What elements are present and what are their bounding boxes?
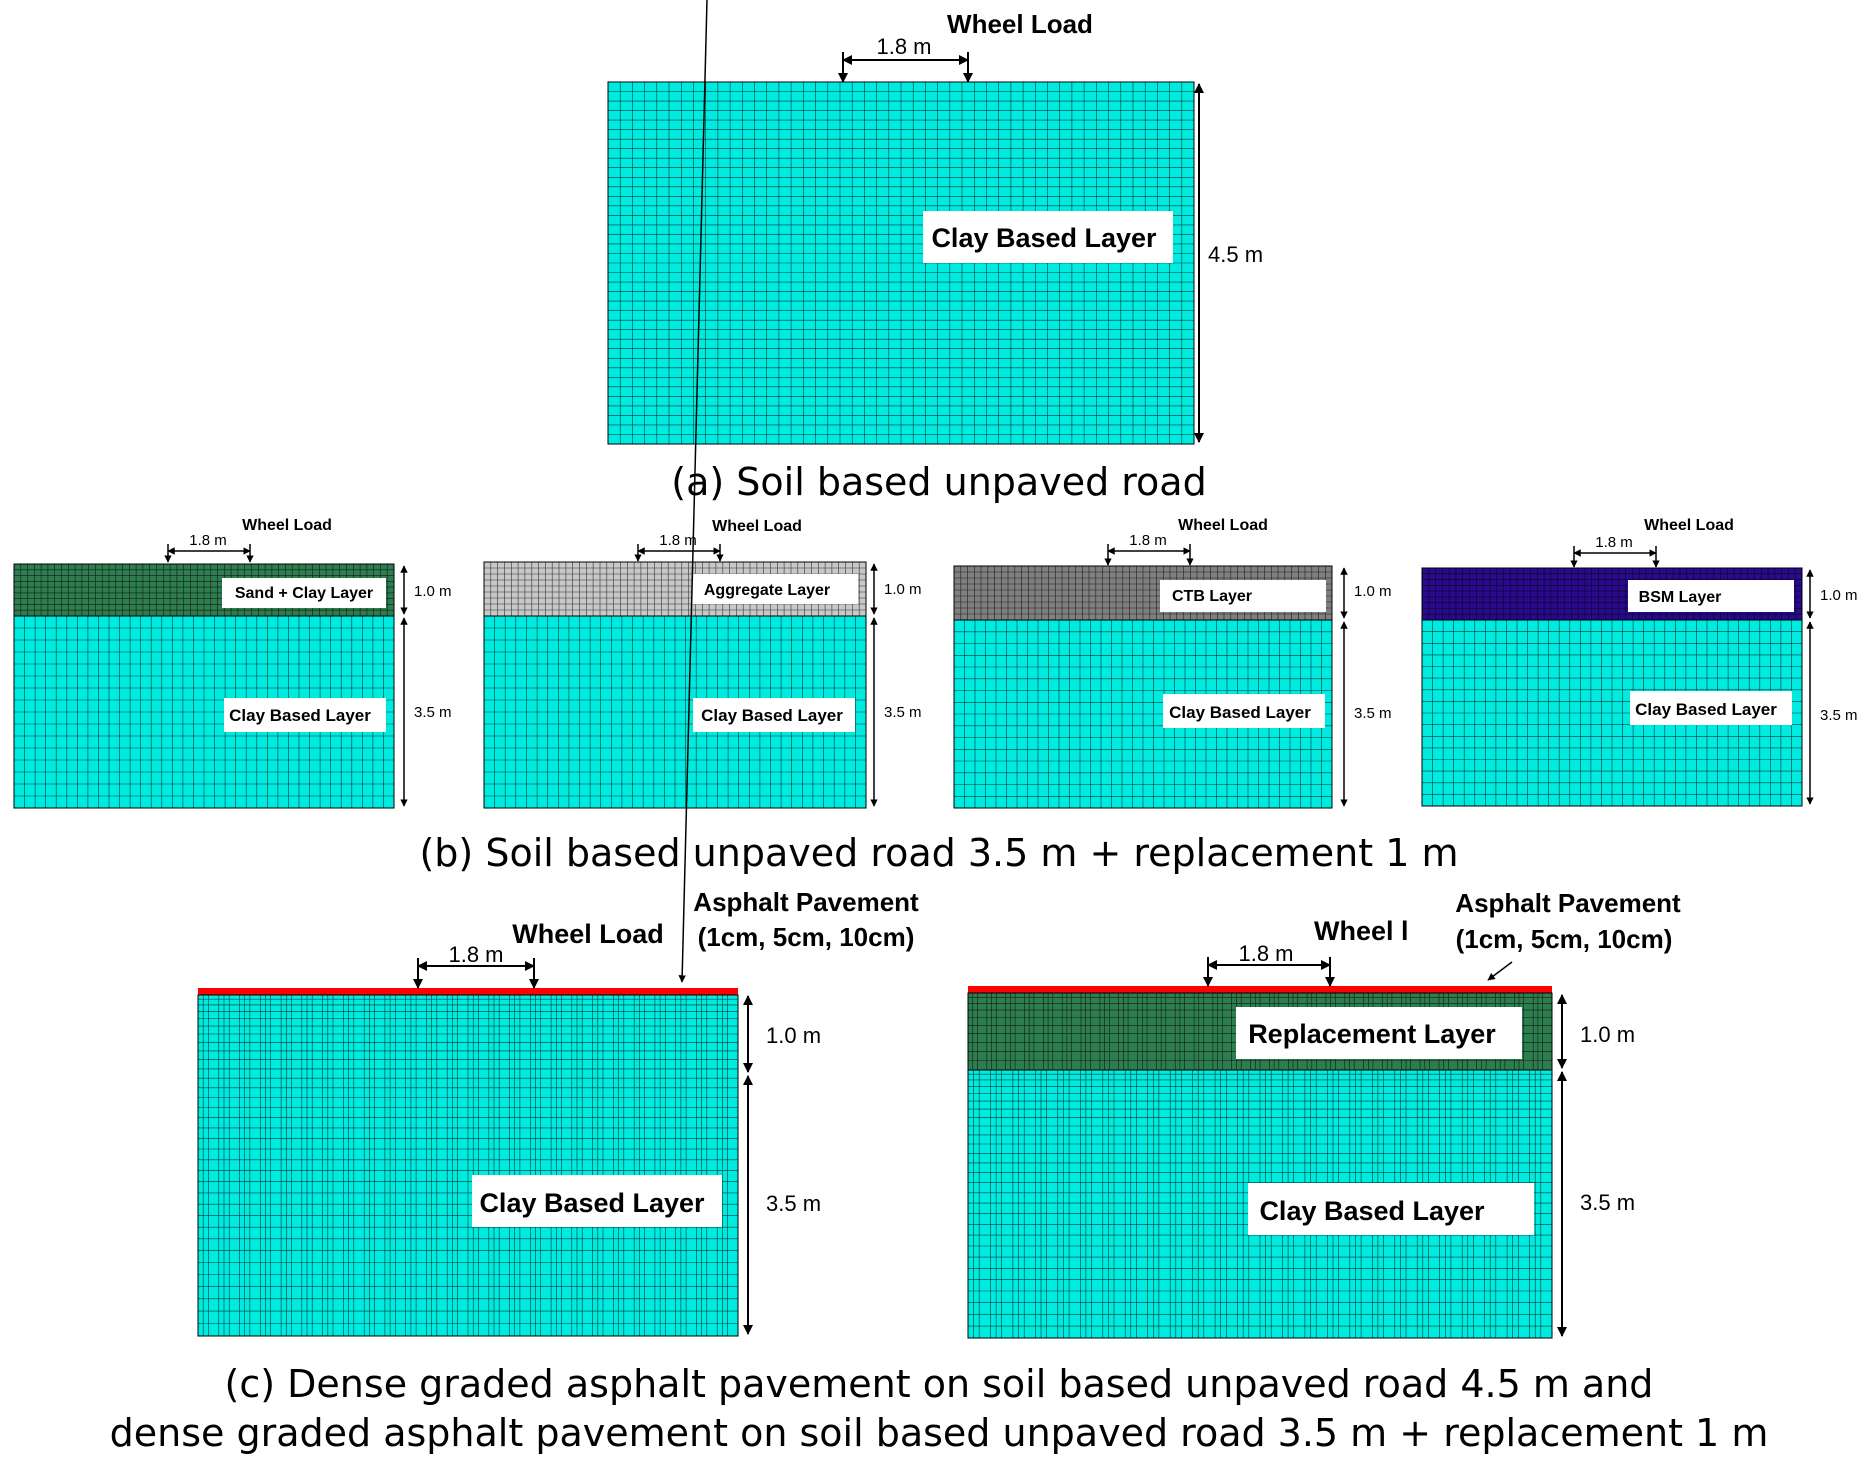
asphalt-thickness: (1cm, 5cm, 10cm): [698, 922, 915, 952]
top-depth-label: 1.0 m: [884, 581, 922, 598]
caption-a: (a) Soil based unpaved road: [671, 460, 1206, 504]
panel-b: Wheel Load 1.8 m Sand + Clay Layer Clay …: [13, 517, 1858, 875]
bottom-depth-label: 3.5 m: [1354, 705, 1392, 722]
load-width-label: 1.8 m: [876, 34, 931, 59]
bottom-layer-label: Clay Based Layer: [229, 706, 371, 725]
layer-label: Clay Based Layer: [479, 1188, 705, 1218]
load-width-label: 1.8 m: [1595, 534, 1633, 551]
top-layer-label-box: [1628, 580, 1794, 612]
top-layer-label-box: [692, 574, 858, 604]
caption-c-line2: dense graded asphalt pavement on soil ba…: [110, 1411, 1769, 1455]
caption-c-line1: (c) Dense graded asphalt pavement on soi…: [225, 1362, 1654, 1406]
load-width-label: 1.8 m: [1129, 532, 1167, 549]
top-depth-label: 1.0 m: [1580, 1022, 1635, 1047]
wheel-load-label: Wheel l: [1314, 916, 1409, 946]
top-layer-label: Replacement Layer: [1248, 1019, 1496, 1049]
top-layer-label: BSM Layer: [1639, 589, 1722, 606]
top-depth-label: 1.0 m: [1354, 583, 1392, 600]
bottom-layer-label: Clay Based Layer: [1259, 1196, 1485, 1226]
top-depth-label: 1.0 m: [766, 1023, 821, 1048]
mesh-border: [13, 615, 395, 809]
bottom-layer-label-box: [1630, 691, 1792, 725]
mesh-border: [1421, 619, 1803, 807]
bottom-layer-label: Clay Based Layer: [1635, 700, 1777, 719]
caption-b: (b) Soil based unpaved road 3.5 m + repl…: [419, 831, 1458, 875]
bottom-layer-label: Clay Based Layer: [1169, 703, 1311, 722]
mesh-border: [953, 619, 1333, 809]
top-layer-label-box: [222, 578, 386, 608]
bottom-depth-label: 3.5 m: [414, 704, 452, 721]
panel-c-right: Wheel l Asphalt Pavement (1cm, 5cm, 10cm…: [967, 888, 1681, 1339]
layer-label-box: [472, 1175, 722, 1227]
asphalt-title: Asphalt Pavement: [1455, 888, 1681, 918]
bottom-layer-label-box: [693, 698, 855, 732]
top-layer-label: Sand + Clay Layer: [235, 585, 373, 602]
mesh-clay-c-left: [197, 994, 739, 1337]
wheel-load-label: Wheel Load: [947, 9, 1093, 39]
bottom-depth-label: 3.5 m: [884, 704, 922, 721]
top-layer-label-box: [1236, 1007, 1522, 1059]
mesh-border: [197, 994, 739, 1337]
asphalt-pointer-arrow: [678, 0, 708, 983]
load-width-label: 1.8 m: [659, 532, 697, 549]
wheel-load-label: Wheel Load: [512, 919, 664, 949]
bottom-depth-label: 3.5 m: [1580, 1190, 1635, 1215]
top-depth-label: 1.0 m: [414, 583, 452, 600]
top-layer-label: Aggregate Layer: [704, 582, 830, 599]
wheel-load-label: Wheel Load: [1178, 517, 1268, 534]
panel-b1: Wheel Load 1.8 m Sand + Clay Layer Clay …: [13, 517, 452, 809]
asphalt-thickness: (1cm, 5cm, 10cm): [1456, 924, 1673, 954]
asphalt-layer: [198, 988, 738, 995]
layer-label-box: [923, 211, 1173, 263]
load-width-label: 1.8 m: [1238, 941, 1293, 966]
mesh-border: [483, 615, 867, 809]
bottom-layer-label-box: [1163, 694, 1325, 728]
bottom-layer-label-box: [224, 698, 386, 732]
bottom-depth-label: 3.5 m: [1820, 707, 1858, 724]
asphalt-layer: [968, 986, 1552, 993]
panel-b3: Wheel Load 1.8 m CTB Layer Clay Based La…: [953, 517, 1392, 809]
panel-b2: Wheel Load 1.8 m Aggregate Layer Clay Ba…: [483, 518, 922, 809]
top-depth-label: 1.0 m: [1820, 587, 1858, 604]
load-width-label: 1.8 m: [189, 532, 227, 549]
panel-c-left: Wheel Load Asphalt Pavement (1cm, 5cm, 1…: [197, 0, 919, 1337]
asphalt-pointer-arrow: [1487, 961, 1513, 981]
depth-label: 4.5 m: [1208, 242, 1263, 267]
layer-label: Clay Based Layer: [931, 223, 1157, 253]
wheel-load-label: Wheel Load: [242, 517, 332, 534]
panel-b4: Wheel Load 1.8 m BSM Layer Clay Based La…: [1421, 517, 1858, 807]
panel-c: Wheel Load Asphalt Pavement (1cm, 5cm, 1…: [110, 0, 1769, 1455]
bottom-layer-label-box: [1248, 1183, 1534, 1235]
wheel-load-label: Wheel Load: [1644, 517, 1734, 534]
bottom-depth-label: 3.5 m: [766, 1191, 821, 1216]
panel-a: Wheel Load 1.8 m 4.5 m Clay Based Layer …: [607, 9, 1263, 504]
load-width-label: 1.8 m: [448, 942, 503, 967]
bottom-layer-label: Clay Based Layer: [701, 706, 843, 725]
asphalt-title: Asphalt Pavement: [693, 887, 919, 917]
wheel-load-label: Wheel Load: [712, 518, 802, 535]
top-layer-label-box: [1160, 580, 1326, 612]
mesh-border: [967, 1069, 1553, 1339]
top-layer-label: CTB Layer: [1172, 588, 1252, 605]
